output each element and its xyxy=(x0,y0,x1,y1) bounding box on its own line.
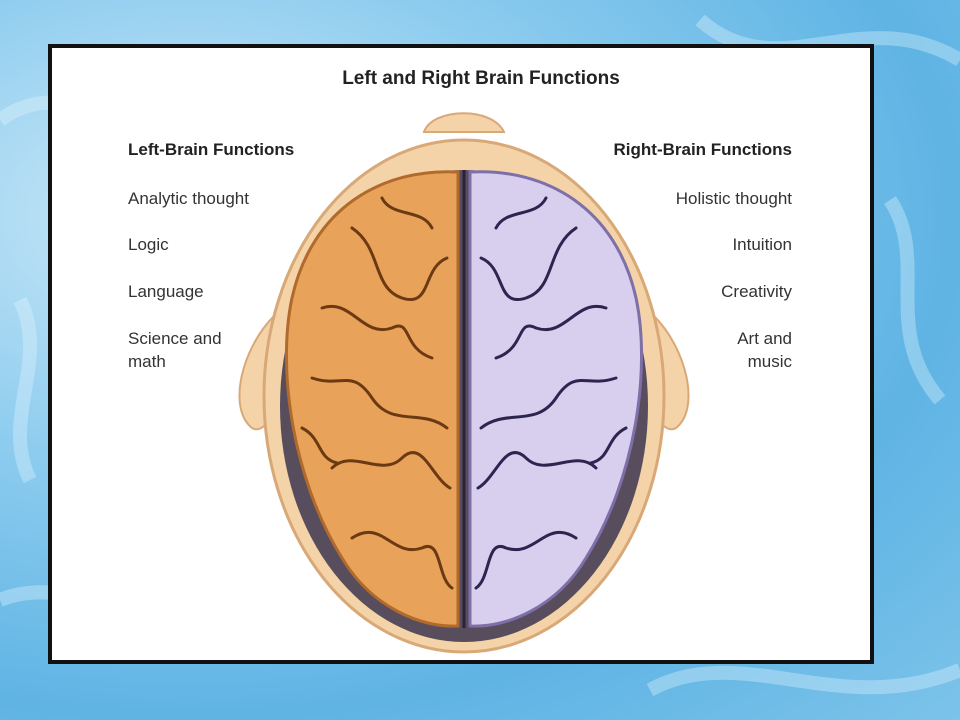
left-function-item: math xyxy=(128,352,166,371)
right-function-item: Art and xyxy=(737,329,792,348)
left-gyri xyxy=(300,196,454,590)
right-function-item: Holistic thought xyxy=(675,189,792,208)
left-brain-heading: Left-Brain Functions xyxy=(128,140,295,159)
right-function-item: Creativity xyxy=(721,282,792,301)
left-function-item: Analytic thought xyxy=(128,189,249,208)
brain-illustration xyxy=(238,112,690,654)
right-function-item: music xyxy=(747,352,792,371)
right-function-item: Intuition xyxy=(732,235,792,254)
left-function-item: Language xyxy=(128,282,204,301)
nose xyxy=(422,112,506,133)
diagram-panel: Left and Right Brain Functions Left-Brai… xyxy=(48,44,874,664)
right-gyri xyxy=(474,196,628,590)
left-function-item: Science and xyxy=(128,329,222,348)
diagram-title: Left and Right Brain Functions xyxy=(342,68,620,89)
left-function-item: Logic xyxy=(128,235,169,254)
right-brain-heading: Right-Brain Functions xyxy=(613,140,792,159)
